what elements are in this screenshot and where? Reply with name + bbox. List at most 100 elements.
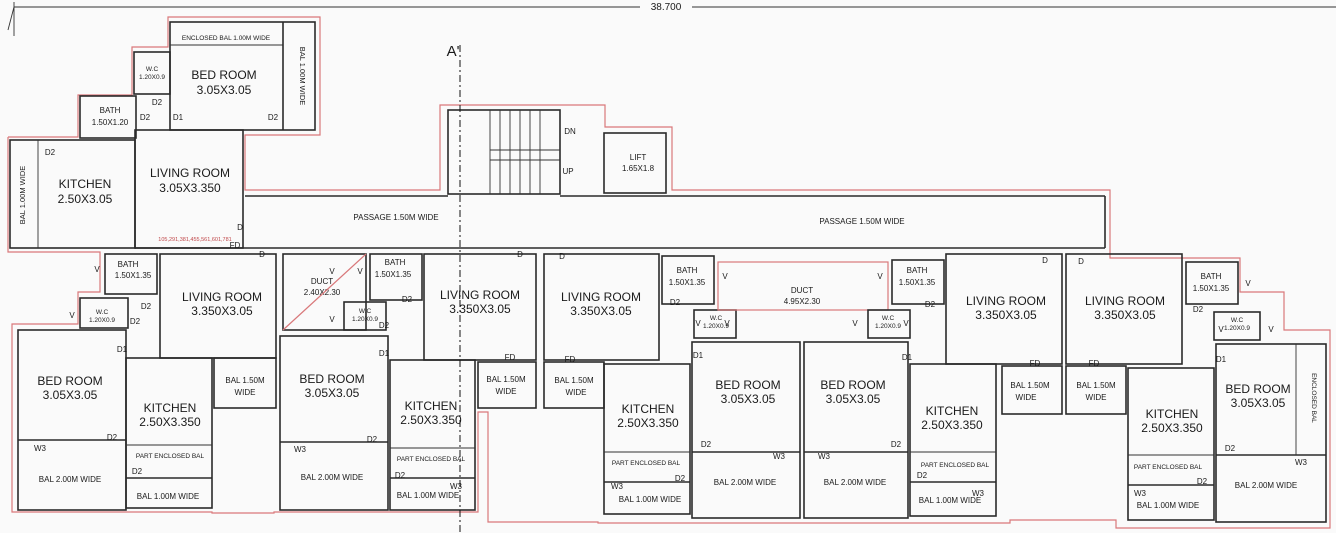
bal-c-15-line1: BAL 1.50M xyxy=(554,376,594,385)
part-bal-b-label: PART ENCLOSED BAL xyxy=(397,456,466,463)
mark-w3: W3 xyxy=(972,489,985,498)
bedroom-b-name: BED ROOM xyxy=(299,372,364,386)
mark-v: V xyxy=(357,267,363,276)
enclosed-bal-right-label: ENCLOSED BAL xyxy=(1310,373,1317,423)
unit-b: DUCT 2.40X2.30 BATH 1.50X1.35 W.C 1.20X0… xyxy=(279,253,537,511)
unit-c: LIVING ROOM 3.350X3.05 BAL 1.50M WIDE FD… xyxy=(543,253,889,519)
mark-d2: D2 xyxy=(45,148,56,157)
mark-d1: D1 xyxy=(693,351,704,360)
bal-d-1m-label: BAL 1.00M WIDE xyxy=(919,496,981,505)
wc-b-size: 1.20X0.9 xyxy=(352,316,378,323)
mark-v: V xyxy=(903,319,909,328)
part-bal-a-label: PART ENCLOSED BAL xyxy=(136,453,205,460)
bal-d-15-line2: WIDE xyxy=(1016,393,1037,402)
plot-boundary xyxy=(7,16,1331,529)
mark-v: V xyxy=(1245,279,1251,288)
wc-a-size: 1.20X0.9 xyxy=(89,317,115,324)
bedroom-b-size: 3.05X3.05 xyxy=(305,386,360,400)
part-bal-c-label: PART ENCLOSED BAL xyxy=(612,460,681,467)
lift-name: LIFT xyxy=(630,153,647,162)
bath-b-size: 1.50X1.35 xyxy=(375,270,412,279)
mark-d1: D1 xyxy=(117,345,128,354)
mark-d2: D2 xyxy=(395,471,406,480)
survey-ref-1: 105,291,381,455,561,601,781 xyxy=(158,237,231,243)
duct-2-size: 4.95X2.30 xyxy=(784,297,821,306)
wc-c-name: W.C xyxy=(710,315,723,322)
mark-d2: D2 xyxy=(107,433,118,442)
unit-top-left: ENCLOSED BAL 1.00M WIDE BED ROOM 3.05X3.… xyxy=(9,21,316,249)
kitchen-e-name: KITCHEN xyxy=(1146,407,1199,421)
mark-v: V xyxy=(695,319,701,328)
stair-lift-core: DN UP LIFT 1.65X1.8 xyxy=(447,109,667,195)
mark-d2: D2 xyxy=(367,435,378,444)
mark-d2: D2 xyxy=(152,98,163,107)
mark-d1: D1 xyxy=(1216,355,1227,364)
mark-d2: D2 xyxy=(132,467,143,476)
unit-a: BATH 1.50X1.35 LIVING ROOM 3.350X3.05 W.… xyxy=(17,241,277,511)
living-top-size: 3.05X3.350 xyxy=(159,181,221,195)
living-b-size: 3.350X3.05 xyxy=(449,302,511,316)
bedroom-a-size: 3.05X3.05 xyxy=(43,388,98,402)
bath-top-size: 1.50X1.20 xyxy=(92,118,129,127)
fd-mark-c: FD xyxy=(565,355,576,364)
bal-e-15-line1: BAL 1.50M xyxy=(1076,381,1116,390)
mark-v: V xyxy=(722,272,728,281)
bal-e-15-line2: WIDE xyxy=(1086,393,1107,402)
duct-1-size: 2.40X2.30 xyxy=(304,288,341,297)
bal-a-2m-label: BAL 2.00M WIDE xyxy=(39,475,101,484)
bal-top-vertical-label: BAL 1.00M WIDE xyxy=(298,47,307,106)
mark-v: V xyxy=(329,267,335,276)
bedroom-top-size: 3.05X3.05 xyxy=(197,83,252,97)
mark-d: D xyxy=(237,223,243,232)
wc-c-size: 1.20X0.9 xyxy=(703,323,729,330)
bath-a-size: 1.50X1.35 xyxy=(115,271,152,280)
bath-a-name: BATH xyxy=(118,260,139,269)
mark-d: D xyxy=(1042,256,1048,265)
mark-v: V xyxy=(877,272,883,281)
unit-e: LIVING ROOM 3.350X3.05 BAL 1.50M WIDE FD… xyxy=(1065,253,1327,523)
bal-c-2m-label: BAL 2.00M WIDE xyxy=(714,478,776,487)
mark-v: V xyxy=(69,311,75,320)
wc-1-name: W.C xyxy=(146,66,159,73)
mark-d2: D2 xyxy=(925,300,936,309)
kitchen-b-name: KITCHEN xyxy=(405,399,458,413)
bal-left-vertical-label: BAL 1.00M WIDE xyxy=(18,166,27,225)
bal-e-2m-label: BAL 2.00M WIDE xyxy=(1235,481,1297,490)
bal-b-1m-label: BAL 1.00M WIDE xyxy=(397,491,459,500)
kitchen-a-name: KITCHEN xyxy=(144,401,197,415)
mark-w3: W3 xyxy=(450,482,463,491)
mark-w3: W3 xyxy=(34,444,47,453)
mark-d2: D2 xyxy=(1193,305,1204,314)
mark-d: D xyxy=(559,252,565,261)
living-d-size: 3.350X3.05 xyxy=(975,308,1037,322)
wc-d-size: 1.20X0.9 xyxy=(875,323,901,330)
enclosed-bal-top-label: ENCLOSED BAL 1.00M WIDE xyxy=(182,35,271,42)
bath-c-name: BATH xyxy=(677,266,698,275)
mark-v: V xyxy=(1268,325,1274,334)
bedroom-d-size: 3.05X3.05 xyxy=(826,392,881,406)
stair-dn-label: DN xyxy=(564,127,576,136)
fd-mark-a: FD xyxy=(230,241,241,250)
bal-d-2m-label: BAL 2.00M WIDE xyxy=(824,478,886,487)
living-c-name: LIVING ROOM xyxy=(561,290,641,304)
mark-d2: D2 xyxy=(268,113,279,122)
bal-a-15-line1: BAL 1.50M xyxy=(225,376,265,385)
opening-marks: D2 D2 D2 D1 D2 D D V V D2 D2 D1 D2 W3 D2… xyxy=(34,98,1308,498)
living-b-name: LIVING ROOM xyxy=(440,288,520,302)
bedroom-c-size: 3.05X3.05 xyxy=(721,392,776,406)
fd-mark-d: FD xyxy=(1030,359,1041,368)
mark-d2: D2 xyxy=(130,317,141,326)
living-a-name: LIVING ROOM xyxy=(182,290,262,304)
section-label: A' xyxy=(447,43,460,60)
bal-a-1m-label: BAL 1.00M WIDE xyxy=(137,492,199,501)
dimension-line: 38.700 xyxy=(7,2,1336,36)
part-bal-d-label: PART ENCLOSED BAL xyxy=(921,462,990,469)
kitchen-c-size: 2.50X3.350 xyxy=(617,416,679,430)
mark-w3: W3 xyxy=(294,445,307,454)
wc-b-name: W.C xyxy=(359,308,372,315)
bath-c-size: 1.50X1.35 xyxy=(669,278,706,287)
mark-d2: D2 xyxy=(701,440,712,449)
mark-d: D xyxy=(259,250,265,259)
fd-mark-e: FD xyxy=(1089,359,1100,368)
mark-w3: W3 xyxy=(818,452,831,461)
